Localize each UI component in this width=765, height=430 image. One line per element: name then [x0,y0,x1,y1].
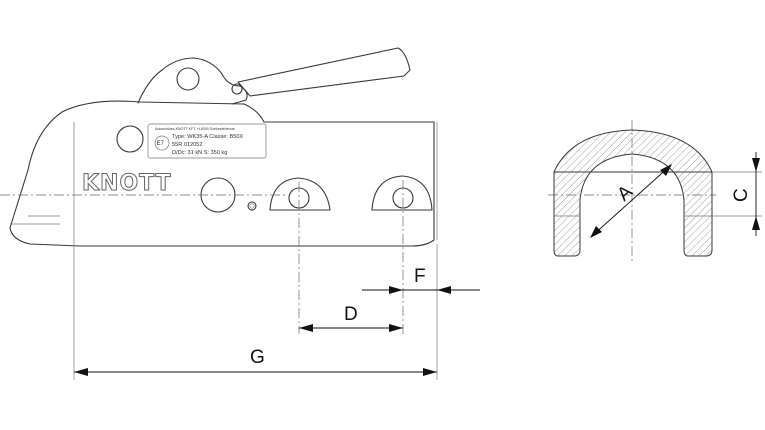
handle-bracket [137,57,248,105]
socket-hole [116,125,144,153]
dimension-a: A [613,181,637,205]
hinge-pin [231,83,243,95]
handle-lever [237,47,411,97]
dimension-g: G [250,347,265,368]
approval-mark: E7 [157,141,165,147]
nameplate-ratings: D/Dc: 31 kN S: 350 kg [172,150,227,156]
dimension-f: F [414,266,426,287]
dimension-lines: G D F [73,122,480,380]
nameplate [147,123,267,159]
nameplate-header: Autoschluss-KNOTT KFT, H-8000 Székesfehé… [155,127,236,131]
socket-section [553,129,713,257]
fixing-slot-1 [269,177,331,211]
brand-logo: KNOTT [82,171,172,196]
coupling-side-view: E7 Autoschluss-KNOTT KFT, H-8000 Székesf… [0,47,438,334]
approval-circle [154,135,170,151]
dimension-d: D [344,304,358,325]
small-hole [247,201,257,211]
nameplate-type: Type: WK35-A Classe: B50X [172,134,243,140]
dimension-c: C [731,188,752,202]
hinge-pivot [176,67,200,91]
coupling-housing [9,100,435,247]
nameplate-approval-number: 55R 012052 [172,142,202,148]
fixing-slot-2 [371,175,433,211]
socket-section-view: A C [548,120,762,262]
